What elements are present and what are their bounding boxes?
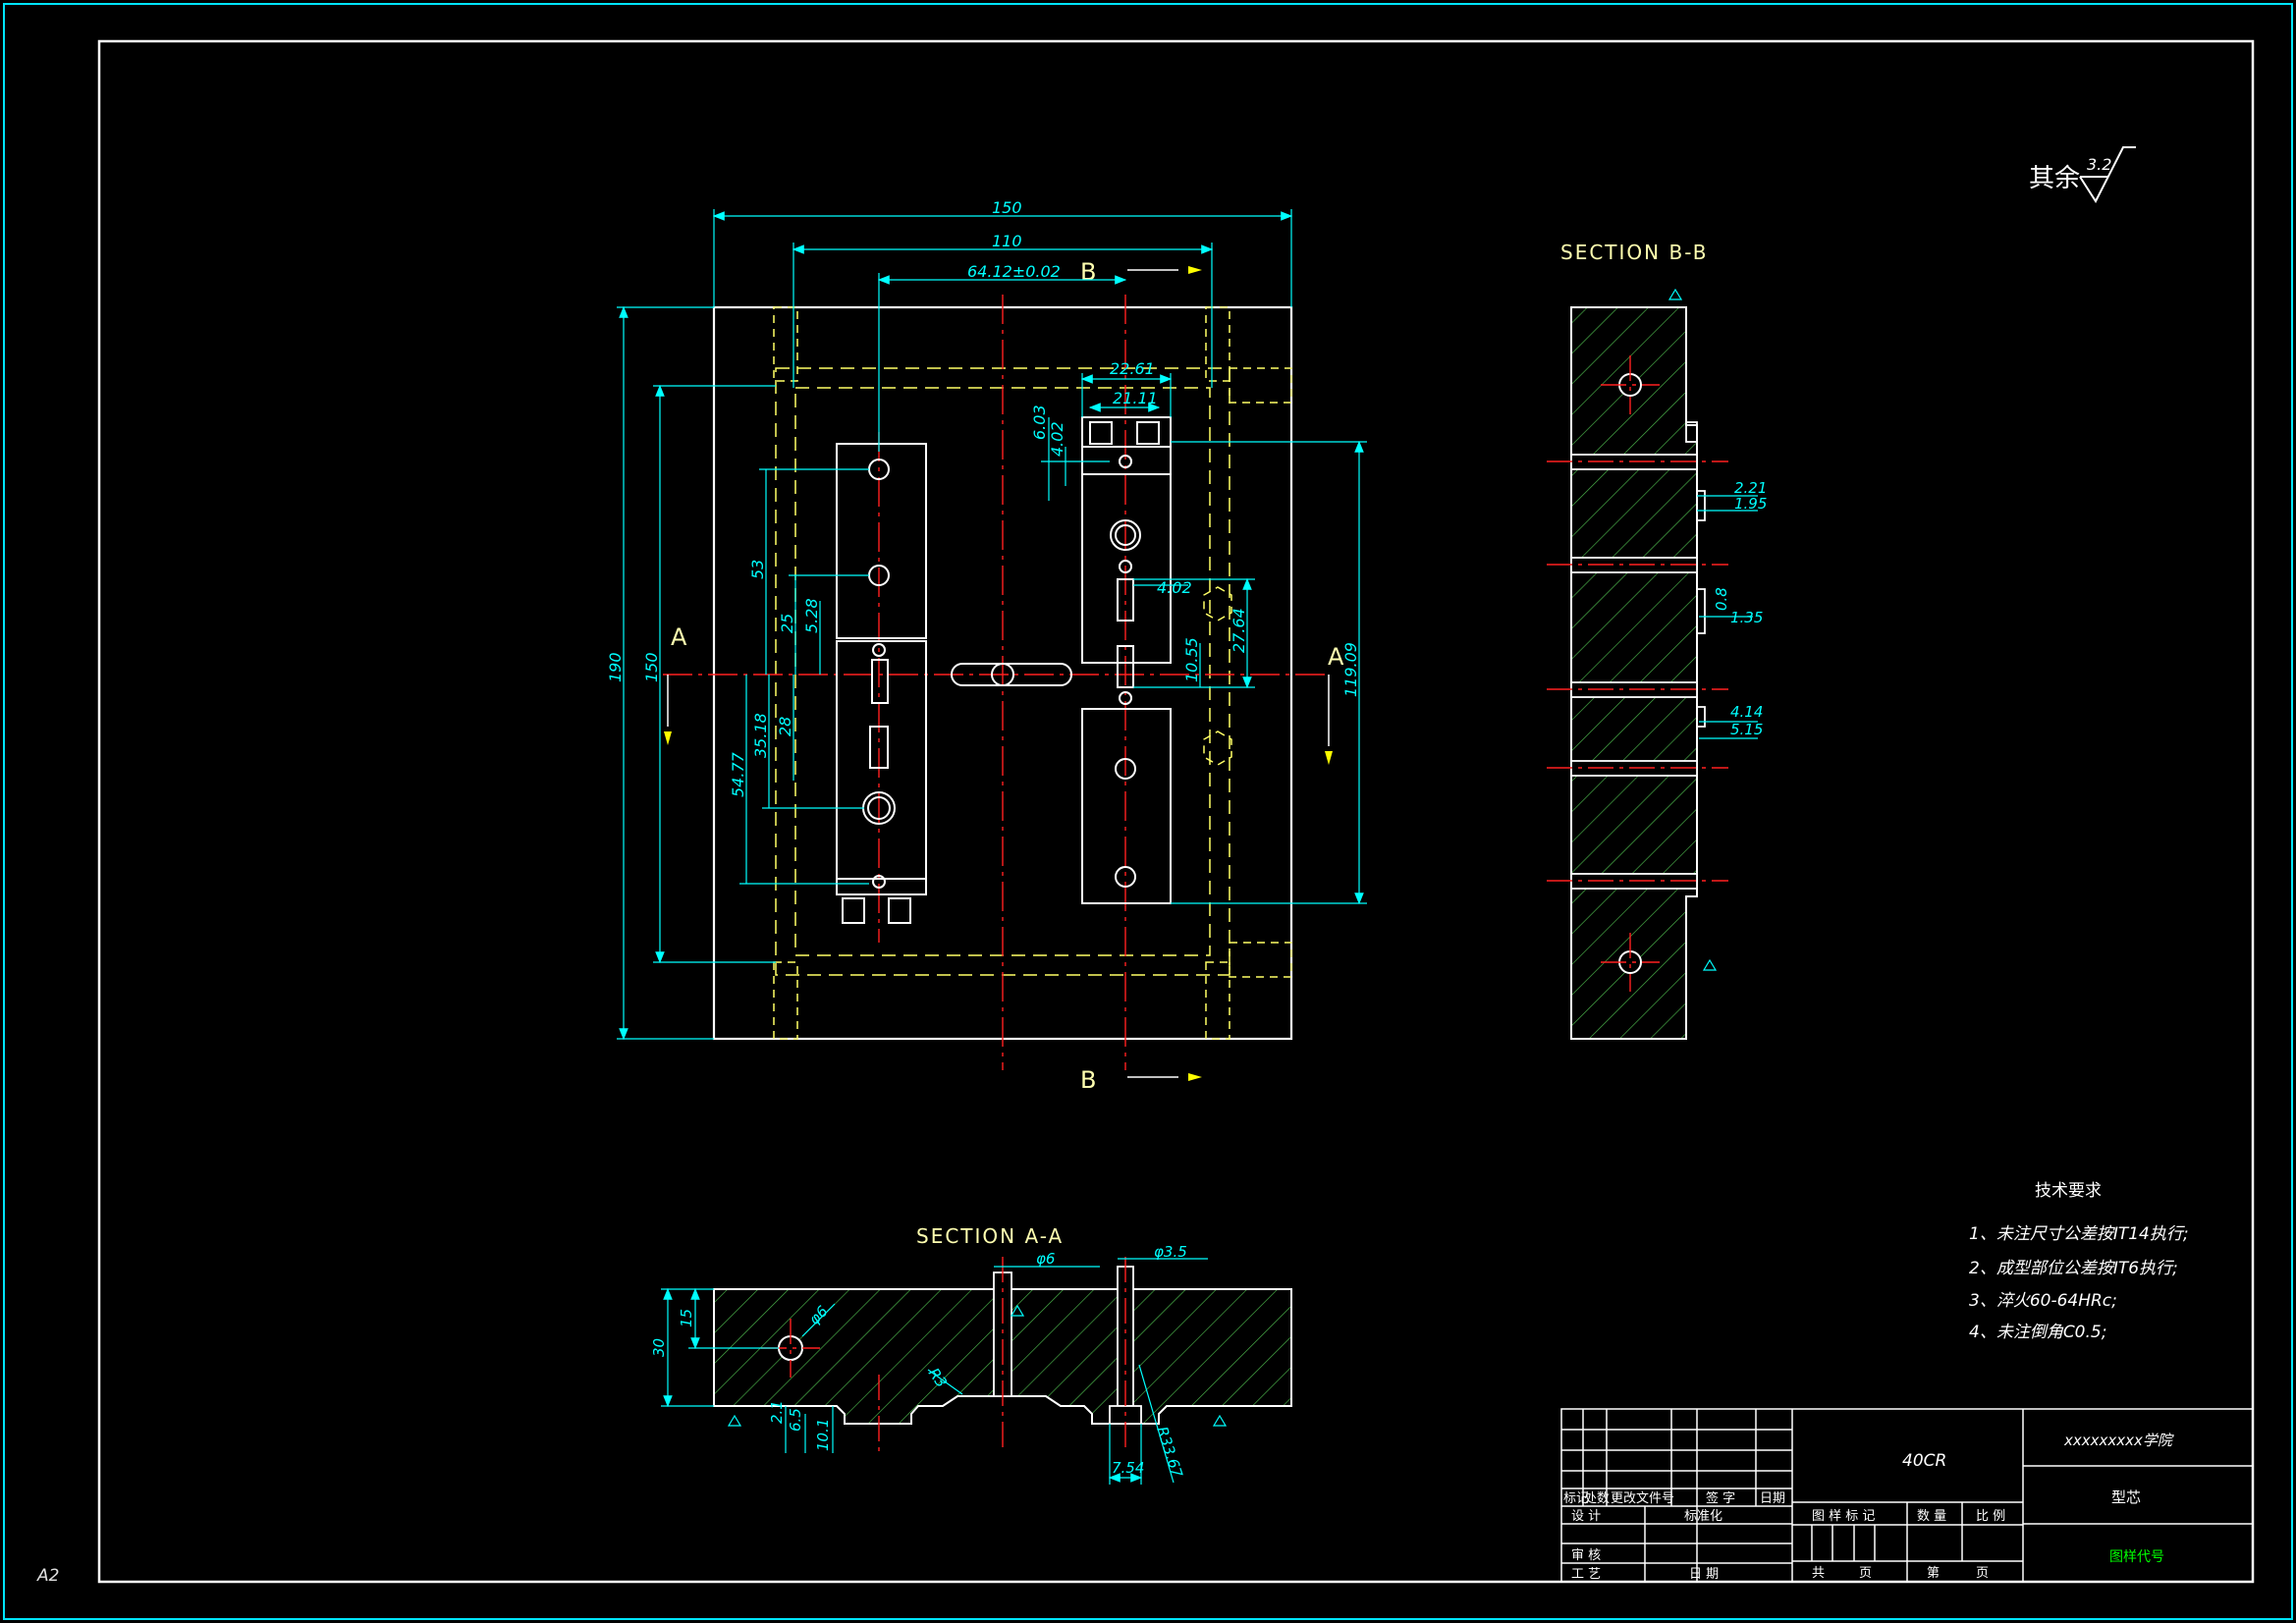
- roughness-note: 其余 3.2: [2029, 146, 2136, 204]
- aa-dim-phi6-tol: φ6: [1036, 1250, 1055, 1268]
- dim-inner-height: 150: [642, 652, 661, 682]
- section-mark-b-bottom: B: [1080, 1066, 1096, 1094]
- left-insert: [836, 443, 927, 924]
- tb-header-change-doc: 更改文件号: [1611, 1491, 1674, 1506]
- aa-dim-7-54: 7.54: [1112, 1459, 1144, 1477]
- tech-requirement-3: 3、淬火60-64HRc;: [1969, 1291, 2117, 1311]
- dim-4-02-a: 4.02: [1048, 421, 1066, 457]
- tb-row-date: 日 期: [1689, 1567, 1719, 1582]
- dim-overall-height: 190: [606, 652, 625, 682]
- bb-dim-1-35: 1.35: [1730, 609, 1763, 626]
- bb-dim-1-95: 1.95: [1734, 495, 1767, 513]
- dim-27-64: 27.64: [1230, 608, 1248, 653]
- roughness-note-text: 其余: [2029, 164, 2080, 193]
- aa-dim-2-1: 2.1: [768, 1400, 786, 1424]
- tb-sheets-page2: 页: [1976, 1566, 1989, 1581]
- section-mark-b-top: B: [1080, 258, 1096, 286]
- dim-53: 53: [748, 560, 767, 579]
- tb-drawing-no: 图样代号: [2109, 1549, 2164, 1565]
- tb-header-sign: 签 字: [1706, 1490, 1735, 1506]
- tech-requirement-4: 4、未注倒角C0.5;: [1969, 1323, 2106, 1342]
- tb-sheets-page: 页: [1859, 1566, 1872, 1581]
- tb-header-date: 日期: [1760, 1491, 1785, 1506]
- runner-slot: [951, 663, 1072, 686]
- section-bb-body: [1570, 306, 1698, 1040]
- tb-header-mark: 标记: [1563, 1491, 1589, 1506]
- tb-sheets-no: 第: [1927, 1566, 1940, 1581]
- tech-requirements: 技术要求 1、未注尺寸公差按IT14执行; 2、成型部位公差按IT6执行; 3、…: [1969, 1181, 2189, 1342]
- dim-35-18: 35.18: [751, 713, 770, 758]
- tb-row-standard: 标准化: [1684, 1509, 1722, 1524]
- dim-10-55: 10.55: [1182, 637, 1201, 682]
- dim-5-28: 5.28: [802, 598, 821, 633]
- dim-21-11: 21.11: [1113, 389, 1158, 407]
- dim-54-77: 54.77: [729, 751, 747, 797]
- tech-requirement-2: 2、成型部位公差按IT6执行;: [1969, 1259, 2178, 1278]
- section-aa: SECTION A-A: [650, 1224, 1292, 1485]
- tb-part-name: 型芯: [2111, 1488, 2141, 1506]
- dim-6-03: 6.03: [1030, 405, 1049, 440]
- tech-requirements-title: 技术要求: [2035, 1181, 2102, 1201]
- tb-school: xxxxxxxxx学院: [2063, 1432, 2174, 1449]
- outer-border: [3, 3, 2293, 1620]
- bb-dim-5-15: 5.15: [1730, 721, 1763, 738]
- right-insert: [1081, 416, 1172, 904]
- aa-dim-15: 15: [678, 1309, 695, 1327]
- tb-col-scale: 比 例: [1976, 1509, 2005, 1524]
- dim-28: 28: [776, 717, 794, 736]
- tb-material: 40CR: [1902, 1451, 1946, 1471]
- dim-overall-width: 150: [992, 198, 1022, 217]
- section-mark-a-right: A: [1328, 643, 1344, 671]
- section-mark-a-left: A: [671, 623, 687, 651]
- aa-dim-30: 30: [650, 1338, 668, 1357]
- sheet-size-label: A2: [36, 1566, 59, 1586]
- tb-row-process: 工 艺: [1571, 1567, 1601, 1582]
- dim-inner-width: 110: [992, 232, 1022, 250]
- tb-row-design: 设 计: [1571, 1509, 1601, 1524]
- dim-center-distance: 64.12±0.02: [967, 262, 1061, 281]
- dim-4-02-b: 4.02: [1157, 578, 1192, 597]
- dim-25: 25: [778, 614, 796, 633]
- aa-dim-6-5: 6.5: [787, 1408, 804, 1432]
- section-bb-title: SECTION B-B: [1560, 241, 1708, 264]
- dim-22-61: 22.61: [1110, 359, 1155, 378]
- bb-dim-4-14: 4.14: [1730, 703, 1763, 721]
- dim-119-09: 119.09: [1341, 642, 1360, 697]
- section-bb: SECTION B-B: [1547, 241, 1767, 1040]
- roughness-value: 3.2: [2087, 155, 2111, 174]
- aa-dim-10-1: 10.1: [814, 1419, 832, 1451]
- tb-header-count: 处数: [1584, 1491, 1610, 1506]
- tb-col-qty: 数 量: [1917, 1509, 1946, 1524]
- tb-row-check: 审 核: [1571, 1548, 1601, 1563]
- title-block: 标记 处数 更改文件号 签 字 日期 设 计 标准化 审 核 工 艺 日 期 图…: [1560, 1408, 2254, 1583]
- bb-dim-2-21: 2.21: [1734, 479, 1767, 497]
- aa-dim-phi3-5: φ3.5: [1154, 1243, 1187, 1261]
- inner-border: [97, 39, 2255, 1584]
- tech-requirement-1: 1、未注尺寸公差按IT14执行;: [1969, 1224, 2189, 1244]
- tb-sheets-total: 共: [1812, 1566, 1825, 1581]
- aa-dim-r33-67: R33.67: [1153, 1425, 1186, 1481]
- tb-col-mark: 图 样 标 记: [1812, 1509, 1875, 1524]
- section-aa-title: SECTION A-A: [916, 1224, 1064, 1248]
- plan-view: B B A A: [606, 198, 1367, 1094]
- bb-dim-0-8: 0.8: [1713, 587, 1730, 611]
